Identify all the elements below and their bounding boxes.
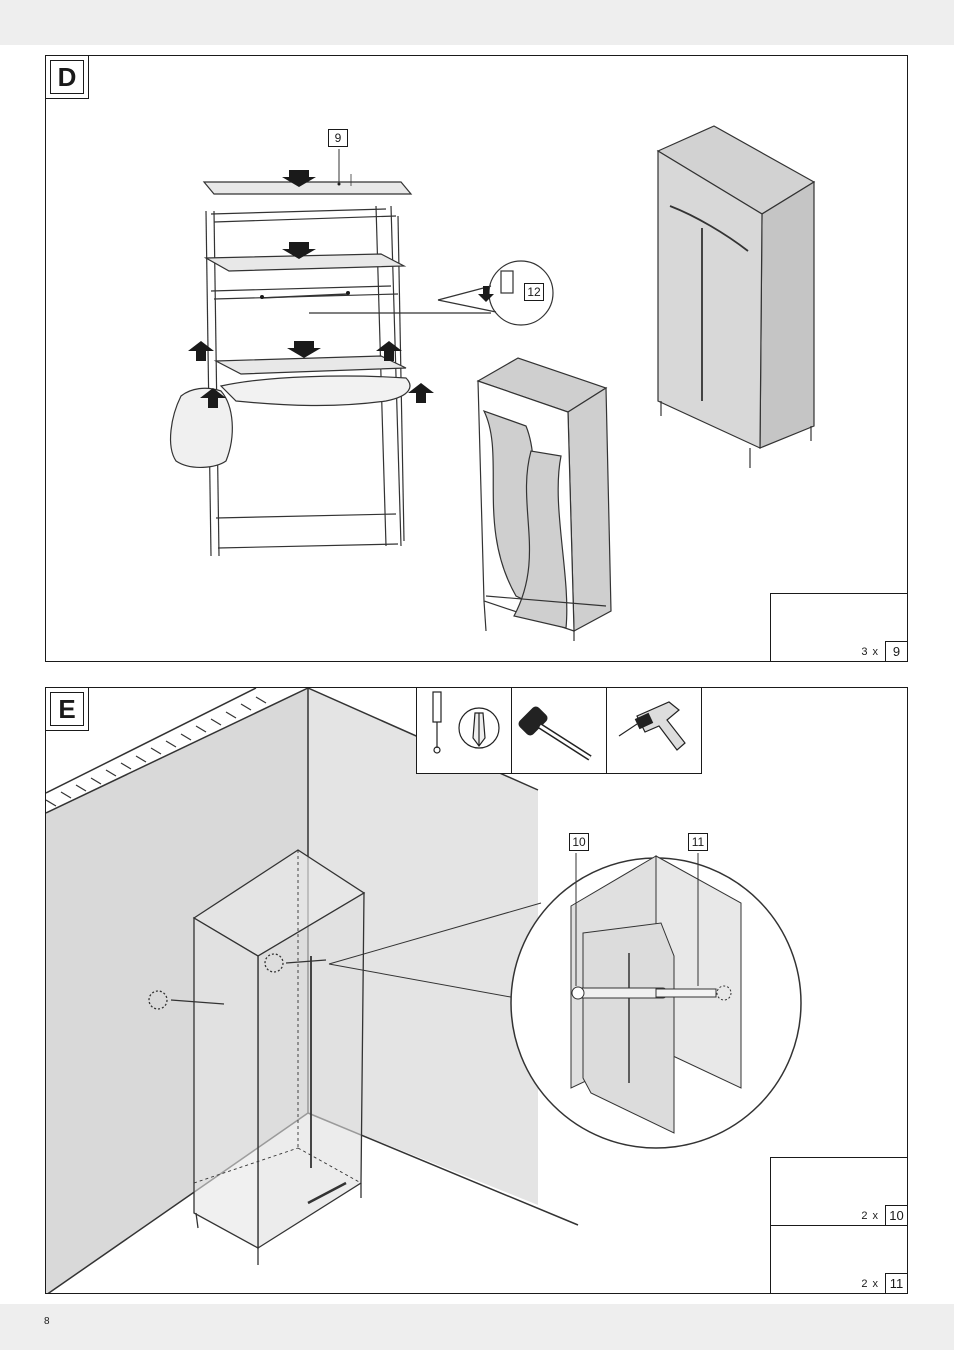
part-tag-screw: 10	[569, 833, 589, 851]
hammer-icon	[512, 688, 607, 773]
bottom-band	[0, 1304, 954, 1350]
part-tag-anchor: 11	[688, 833, 708, 851]
tools-strip	[416, 687, 702, 774]
parts-id: 9	[885, 641, 907, 661]
parts-box-anchor: 2 x 11	[770, 1225, 908, 1294]
parts-quantity: 2 x	[861, 1210, 879, 1222]
step-d-panel: D	[45, 55, 908, 662]
parts-quantity: 3 x	[861, 646, 879, 658]
screwdriver-icon	[417, 688, 512, 773]
part-tag-shelf: 9	[328, 129, 348, 147]
parts-id: 11	[885, 1273, 907, 1293]
parts-id: 10	[885, 1205, 907, 1225]
step-e-letter: E	[45, 687, 89, 731]
parts-box-shelf: 3 x 9	[770, 593, 908, 662]
parts-box-screw: 2 x 10	[770, 1157, 908, 1226]
step-e-panel: E	[45, 687, 908, 1294]
top-band	[0, 0, 954, 45]
drill-icon	[607, 688, 701, 773]
parts-quantity: 2 x	[861, 1278, 879, 1290]
page-number: 8	[44, 1316, 50, 1327]
step-d-illustration	[46, 56, 909, 663]
part-tag-clip: 12	[524, 283, 544, 301]
